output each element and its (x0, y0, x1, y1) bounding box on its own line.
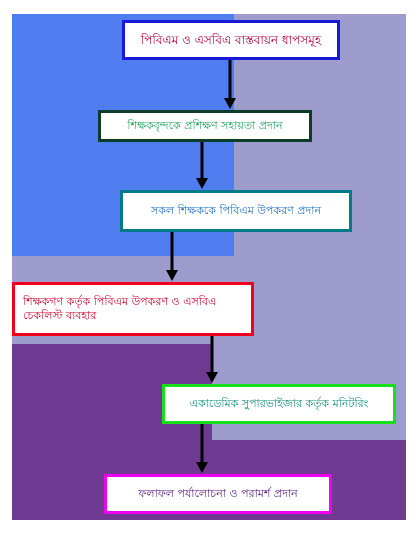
step-4-label: শিক্ষকগণ কর্তৃক পিবিএম উপকরণ ও এসবিএ চেক… (23, 295, 217, 322)
step-2-label: শিক্ষকবৃন্দকে প্রশিক্ষণ সহায়তা প্রদান (127, 119, 283, 133)
step-3-label: সকল শিক্ষককে পিবিএম উপকরণ প্রদান (150, 204, 322, 218)
step-6-label: ফলাফল পর্যালোচনা ও পরামর্শ প্রদান (138, 487, 298, 501)
step-5-box: একাডেমিক সুপারভাইজার কর্তৃক মনিটরিং (162, 384, 396, 424)
step-5-label: একাডেমিক সুপারভাইজার কর্তৃক মনিটরিং (189, 397, 369, 411)
step-3-box: সকল শিক্ষককে পিবিএম উপকরণ প্রদান (120, 190, 352, 232)
step-4-box: শিক্ষকগণ কর্তৃক পিবিএম উপকরণ ও এসবিএ চেক… (12, 282, 254, 336)
step-1-label: পিবিএম ও এসবিএ বাস্তবায়ন ধাপসমূহ (140, 32, 322, 47)
step-1-title-box: পিবিএম ও এসবিএ বাস্তবায়ন ধাপসমূহ (122, 20, 340, 60)
step-2-box: শিক্ষকবৃন্দকে প্রশিক্ষণ সহায়তা প্রদান (98, 110, 312, 142)
flowchart-canvas: পিবিএম ও এসবিএ বাস্তবায়ন ধাপসমূহ শিক্ষক… (12, 14, 406, 520)
step-6-box: ফলাফল পর্যালোচনা ও পরামর্শ প্রদান (104, 474, 332, 514)
